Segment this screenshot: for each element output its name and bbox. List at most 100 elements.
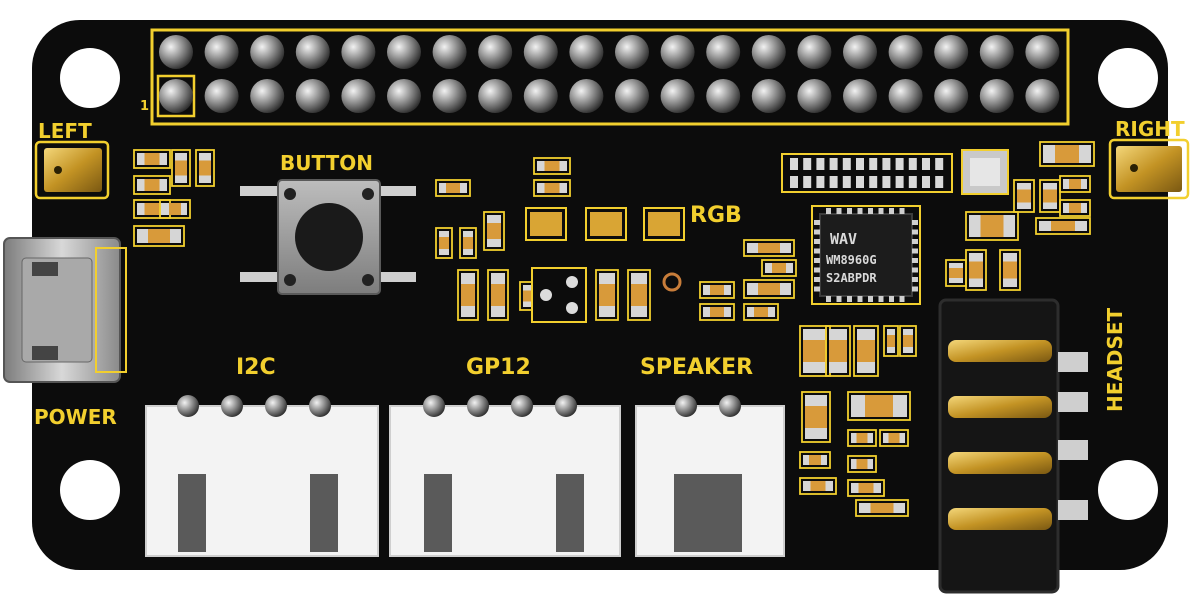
left-microphone xyxy=(34,140,110,200)
button-corner xyxy=(362,188,374,200)
smd-terminal xyxy=(1079,145,1091,163)
jack-lead xyxy=(1058,392,1088,412)
smd-outline xyxy=(825,325,851,377)
right-mic-outline xyxy=(1108,138,1190,200)
smd-terminal xyxy=(1043,183,1057,190)
codec-body xyxy=(819,213,913,297)
smd-body xyxy=(1069,179,1081,189)
smd-body xyxy=(888,433,900,443)
pin-one-label: 1 xyxy=(140,99,149,114)
smd-terminal xyxy=(949,263,963,268)
smd-body xyxy=(491,284,505,306)
strip-pad xyxy=(803,158,812,170)
gp12-pin xyxy=(467,395,489,417)
gp12-pin xyxy=(423,395,445,417)
mounting-holes xyxy=(60,48,1158,520)
smd-body xyxy=(865,395,893,417)
chip-pin xyxy=(912,229,918,235)
header-pin xyxy=(523,35,558,69)
smd-body xyxy=(887,335,895,347)
jack-contact xyxy=(948,508,1052,530)
crystal-top xyxy=(970,158,1000,186)
smd-outline xyxy=(133,175,171,195)
smd-outline xyxy=(533,157,571,175)
chip-pin xyxy=(878,296,884,302)
smd-outline xyxy=(159,199,191,219)
header-pin xyxy=(1025,79,1060,113)
codec-chip: WAV WM8960G S2ABPDR xyxy=(811,205,921,305)
button-cap[interactable] xyxy=(295,203,363,271)
strip-pad xyxy=(856,176,864,188)
smd-outline xyxy=(487,269,509,321)
pad-strip-pads xyxy=(790,158,944,188)
smd-body xyxy=(754,307,768,317)
chip-pin xyxy=(836,208,842,214)
chip-pin xyxy=(912,258,918,263)
smd-terminal xyxy=(747,283,758,295)
smd-terminal xyxy=(199,153,211,161)
smd-terminal xyxy=(887,329,895,335)
left-mic-hole xyxy=(54,166,62,174)
smd-body xyxy=(856,433,868,443)
smd-outline xyxy=(847,455,877,473)
button-label: BUTTON xyxy=(280,151,373,175)
smd-body xyxy=(758,283,780,295)
chip-pin xyxy=(814,267,820,273)
chip-pin xyxy=(889,296,894,302)
mounting-hole xyxy=(60,460,120,520)
left-mic-body xyxy=(44,148,102,192)
header-pin xyxy=(295,79,330,113)
i2c-pin xyxy=(309,395,331,417)
chip-pin xyxy=(814,220,820,225)
strip-pad xyxy=(908,158,917,170)
strip-pad xyxy=(856,158,864,170)
smd-body xyxy=(903,335,913,347)
smd-body xyxy=(856,459,868,469)
ic-pad xyxy=(566,276,578,288)
smd-body xyxy=(461,284,475,306)
smd-outline xyxy=(799,451,831,469)
smd-outline xyxy=(627,269,651,321)
smd-terminal xyxy=(137,179,145,191)
header-pins xyxy=(159,35,1060,113)
smd-body xyxy=(487,223,501,239)
header-pin xyxy=(979,79,1014,113)
button-corner xyxy=(362,274,374,286)
header-pin xyxy=(432,79,467,113)
smd-terminal xyxy=(821,455,827,465)
smd-terminal xyxy=(537,161,545,171)
usb-latch xyxy=(32,262,58,276)
rgb-led xyxy=(530,212,562,236)
i2c-pin xyxy=(177,395,199,417)
smd-terminal xyxy=(181,203,187,215)
codec-pins xyxy=(814,208,918,302)
smd-outline xyxy=(1059,175,1091,193)
smd-body xyxy=(858,483,874,493)
chip-pin xyxy=(847,208,852,214)
header-pin xyxy=(478,35,513,69)
i2c-pin xyxy=(265,395,287,417)
smd-terminal xyxy=(460,183,467,193)
header-pin xyxy=(615,79,649,113)
smd-outline xyxy=(133,225,185,247)
gp12-latch xyxy=(424,474,452,552)
codec-outline xyxy=(811,205,921,305)
strip-pad xyxy=(935,158,944,170)
chip-pin xyxy=(814,239,820,244)
crystal xyxy=(961,149,1009,195)
smd-terminal xyxy=(1075,221,1087,231)
smd-terminal xyxy=(163,203,169,215)
strip-pad xyxy=(842,176,851,188)
smd-terminal xyxy=(1017,183,1031,190)
smd-terminal xyxy=(175,175,187,183)
smd-outline xyxy=(699,303,735,321)
smd-outline xyxy=(855,499,909,517)
smd-terminal xyxy=(439,249,449,255)
strip-pad xyxy=(922,158,930,170)
smd-terminal xyxy=(780,243,791,253)
smd-outline xyxy=(171,149,191,187)
smd-body xyxy=(599,284,615,306)
header-pin xyxy=(888,35,923,69)
smd-terminal xyxy=(803,455,809,465)
smd-body xyxy=(144,203,160,215)
